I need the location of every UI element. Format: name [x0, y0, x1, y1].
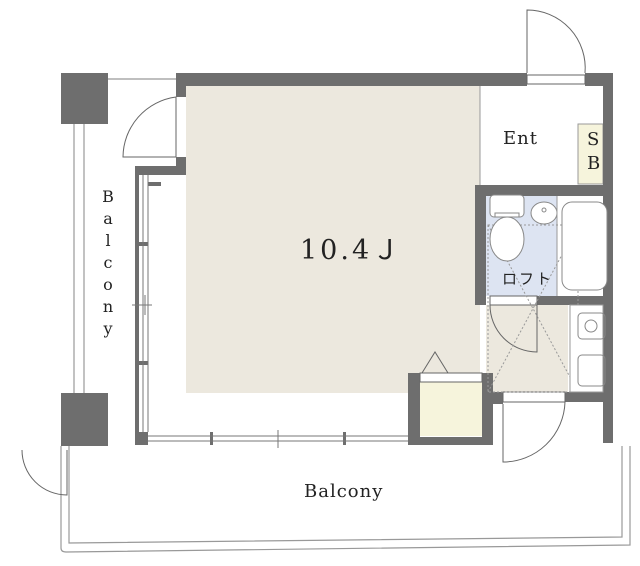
- balcony-bottom-outline: [60, 446, 631, 553]
- bathtub-icon: [561, 201, 608, 291]
- closet-interior: [420, 382, 482, 436]
- toilet-icon: [489, 194, 525, 262]
- balcony-bottom-label: Balcony: [304, 481, 384, 502]
- sink-icon: [577, 354, 606, 387]
- balcony-side-rail: [73, 78, 176, 393]
- main-room-size-label: 10.4Ｊ: [300, 235, 403, 266]
- balcony-side-label: Balcony: [102, 187, 114, 338]
- washbasin-icon: [530, 201, 558, 225]
- loft-label: ロフト: [502, 270, 554, 288]
- shoe-box-label: SB: [587, 129, 601, 174]
- walls: [61, 73, 613, 446]
- main-room-floor: [186, 86, 480, 393]
- kitchen-counter: [569, 304, 604, 393]
- windows: [132, 175, 408, 448]
- stove-icon: [577, 312, 606, 340]
- hallway-floor: [486, 305, 568, 392]
- entrance-label: Ent: [503, 128, 538, 149]
